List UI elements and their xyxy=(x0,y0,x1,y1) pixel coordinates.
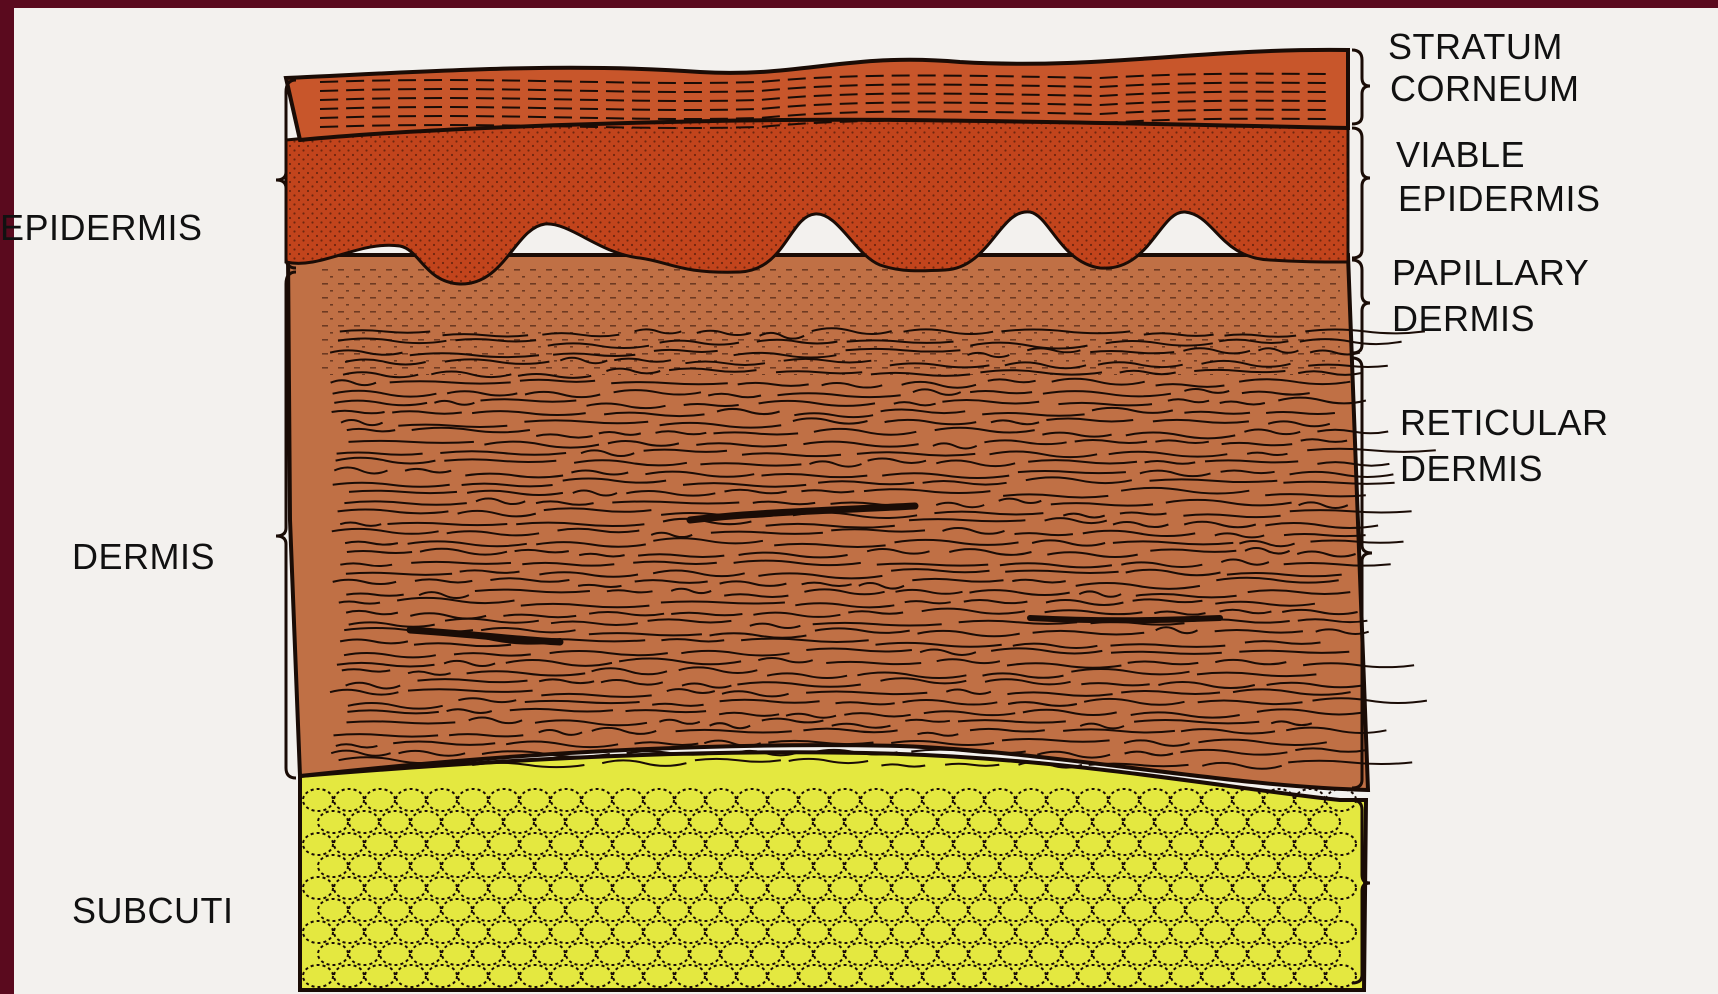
subcutis-layer xyxy=(300,752,1366,990)
stratum-corneum-label-line2: CORNEUM xyxy=(1390,66,1580,112)
stratum-corneum-label-line1: STRATUM xyxy=(1388,24,1563,70)
viable-epidermis-label-line1: VIABLE xyxy=(1396,132,1525,178)
viable-epidermis-label-line2: EPIDERMIS xyxy=(1398,176,1601,222)
dermis-label: DERMIS xyxy=(72,534,215,580)
reticular-dermis-label-line2: DERMIS xyxy=(1400,446,1543,492)
reticular-dermis-label-line1: RETICULAR xyxy=(1400,400,1609,446)
subcuti-label: SUBCUTI xyxy=(72,888,234,934)
papillary-dermis-label-line2: DERMIS xyxy=(1392,296,1535,342)
papillary-dermis-label-line1: PAPILLARY xyxy=(1392,250,1589,296)
epidermis-label: EPIDERMIS xyxy=(0,205,203,251)
